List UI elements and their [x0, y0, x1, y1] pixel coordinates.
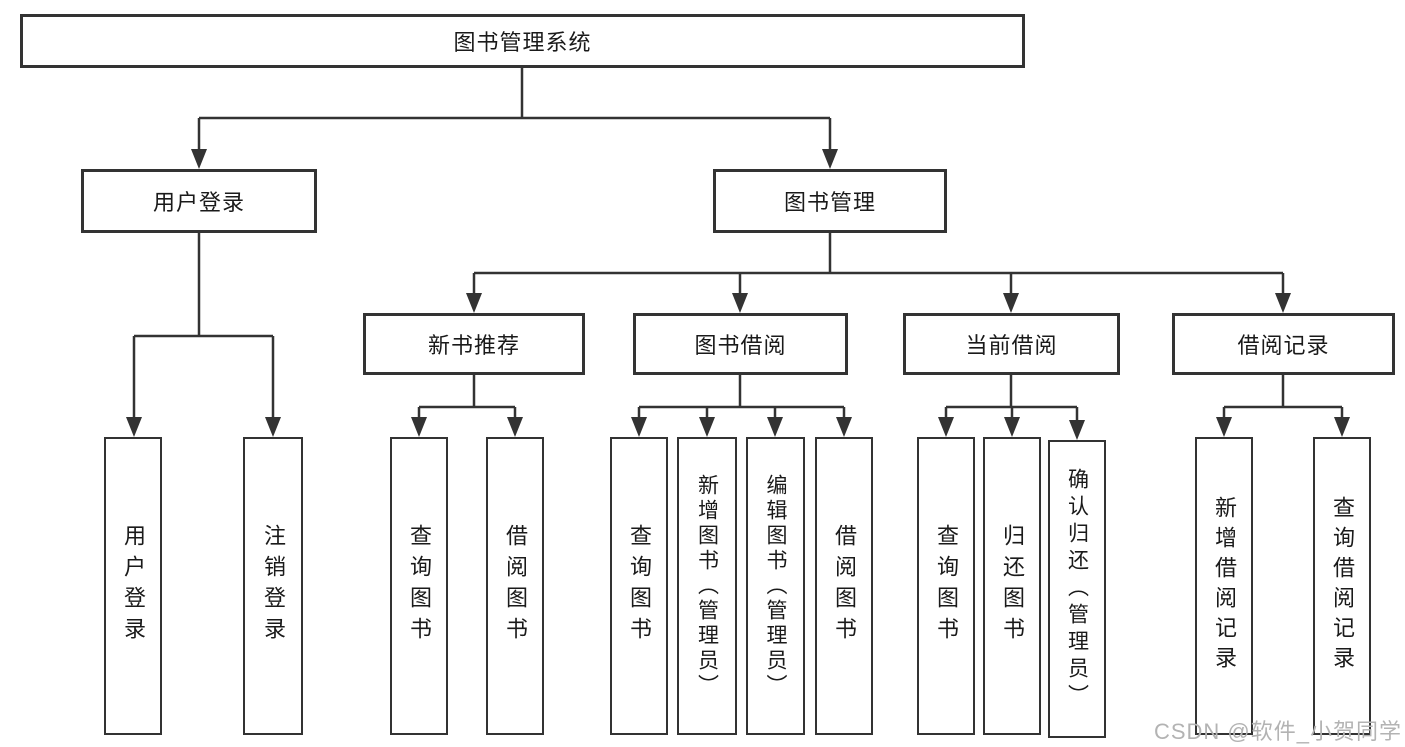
- node-current-borrowing-label: 当前借阅: [965, 333, 1058, 358]
- node-book-management: 图书管理: [713, 169, 947, 233]
- node-root-label: 图书管理系统: [453, 30, 592, 55]
- node-leaf-query-books-borrow: 查询图书: [610, 437, 668, 735]
- node-root: 图书管理系统: [20, 14, 1025, 68]
- node-leaf-borrow-books-label: 借阅图书: [832, 524, 857, 648]
- node-leaf-logout-label: 注销登录: [261, 524, 286, 648]
- node-leaf-borrow-books-recommend: 借阅图书: [486, 437, 544, 735]
- node-leaf-user-login-label: 用户登录: [121, 524, 146, 648]
- node-borrowing-records: 借阅记录: [1172, 313, 1395, 375]
- node-leaf-confirm-return-admin-label: 确认归还（管理员）: [1065, 467, 1089, 711]
- node-leaf-query-books-recommend-label: 查询图书: [407, 524, 432, 648]
- node-book-borrowing-label: 图书借阅: [694, 333, 787, 358]
- watermark: CSDN @软件_小贺同学: [1153, 719, 1402, 744]
- node-leaf-add-borrow-record-label: 新增借阅记录: [1212, 496, 1237, 676]
- node-leaf-query-books-recommend: 查询图书: [390, 437, 448, 735]
- node-leaf-query-borrow-record: 查询借阅记录: [1313, 437, 1371, 735]
- node-leaf-edit-books-admin: 编辑图书（管理员）: [746, 437, 805, 735]
- arrowheads: [126, 149, 1350, 440]
- node-leaf-user-login: 用户登录: [104, 437, 162, 735]
- node-user-login-label: 用户登录: [152, 190, 245, 215]
- node-leaf-query-books-borrow-label: 查询图书: [627, 524, 652, 648]
- node-leaf-query-books-current: 查询图书: [917, 437, 975, 735]
- node-leaf-return-books: 归还图书: [983, 437, 1041, 735]
- node-borrowing-records-label: 借阅记录: [1237, 333, 1330, 358]
- node-leaf-logout: 注销登录: [243, 437, 303, 735]
- node-leaf-borrow-books-recommend-label: 借阅图书: [503, 524, 528, 648]
- node-current-borrowing: 当前借阅: [903, 313, 1120, 375]
- node-user-login: 用户登录: [81, 169, 317, 233]
- node-new-book-recommendation: 新书推荐: [363, 313, 585, 375]
- node-book-borrowing: 图书借阅: [633, 313, 848, 375]
- node-leaf-query-borrow-record-label: 查询借阅记录: [1330, 496, 1355, 676]
- node-leaf-add-borrow-record: 新增借阅记录: [1195, 437, 1253, 735]
- node-leaf-confirm-return-admin: 确认归还（管理员）: [1048, 440, 1106, 738]
- node-new-book-recommendation-label: 新书推荐: [427, 333, 520, 358]
- node-leaf-edit-books-admin-label: 编辑图书（管理员）: [764, 473, 787, 699]
- node-leaf-add-books-admin: 新增图书（管理员）: [677, 437, 737, 735]
- node-leaf-borrow-books: 借阅图书: [815, 437, 873, 735]
- node-book-management-label: 图书管理: [783, 190, 876, 215]
- node-leaf-add-books-admin-label: 新增图书（管理员）: [695, 473, 719, 699]
- node-leaf-return-books-label: 归还图书: [1000, 524, 1025, 648]
- node-leaf-query-books-current-label: 查询图书: [934, 524, 959, 648]
